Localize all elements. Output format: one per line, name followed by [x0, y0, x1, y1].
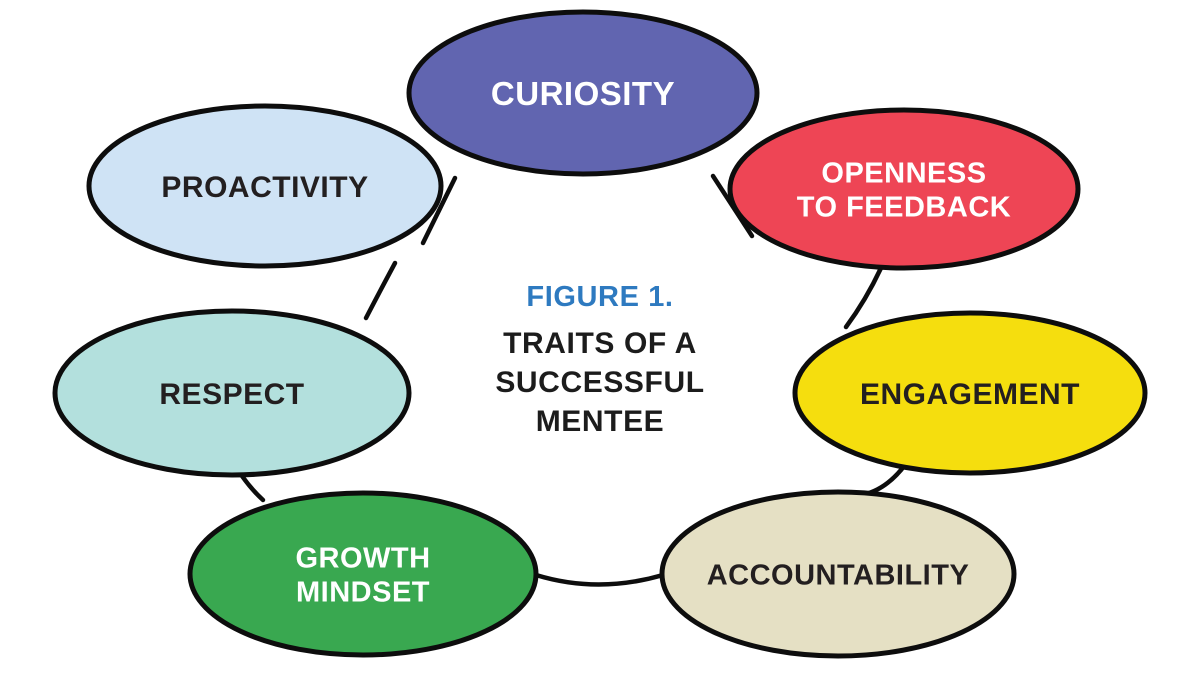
connector-growth-respect [239, 473, 266, 503]
center-title-line-1: TRAITS OF A [503, 327, 697, 360]
trait-ellipse-growth-mindset[interactable] [187, 490, 539, 658]
connector-respect-proactivity [363, 260, 398, 321]
trait-label-growth-mindset-line-2: MINDSET [296, 576, 430, 608]
trait-ellipse-respect[interactable] [52, 308, 412, 478]
trait-ellipse-curiosity[interactable] [406, 9, 760, 177]
trait-ellipse-accountability[interactable] [659, 489, 1017, 659]
trait-label-curiosity: CURIOSITY [491, 75, 675, 112]
figure-number-label: FIGURE 1. [526, 281, 673, 313]
connector-accountability-growth [533, 572, 666, 587]
trait-label-growth-mindset-line-1: GROWTH [295, 543, 430, 575]
trait-node-accountability[interactable]: ACCOUNTABILITY [659, 489, 1017, 659]
center-title-line-3: MENTEE [536, 405, 665, 438]
trait-node-respect[interactable]: RESPECT [52, 308, 412, 478]
trait-ellipse-openness-to-feedback[interactable] [727, 107, 1081, 271]
trait-node-curiosity[interactable]: CURIOSITY [406, 9, 760, 177]
trait-label-accountability: ACCOUNTABILITY [707, 559, 970, 591]
trait-label-respect: RESPECT [159, 378, 304, 411]
trait-label-openness-to-feedback-line-2: TO FEEDBACK [797, 191, 1011, 223]
connector-openness-engagement [843, 265, 884, 330]
trait-node-engagement[interactable]: ENGAGEMENT [792, 310, 1148, 476]
center-title-line-2: SUCCESSFUL [495, 366, 704, 399]
connector-proactivity-curiosity [420, 175, 458, 246]
trait-node-proactivity[interactable]: PROACTIVITY [86, 103, 444, 269]
trait-label-proactivity: PROACTIVITY [161, 171, 368, 204]
trait-label-engagement: ENGAGEMENT [860, 378, 1080, 411]
trait-ellipse-proactivity[interactable] [86, 103, 444, 269]
trait-label-openness-to-feedback-line-1: OPENNESS [821, 158, 986, 190]
center-caption-group: FIGURE 1. TRAITS OF A SUCCESSFUL MENTEE [495, 281, 704, 438]
trait-ellipse-engagement[interactable] [792, 310, 1148, 476]
